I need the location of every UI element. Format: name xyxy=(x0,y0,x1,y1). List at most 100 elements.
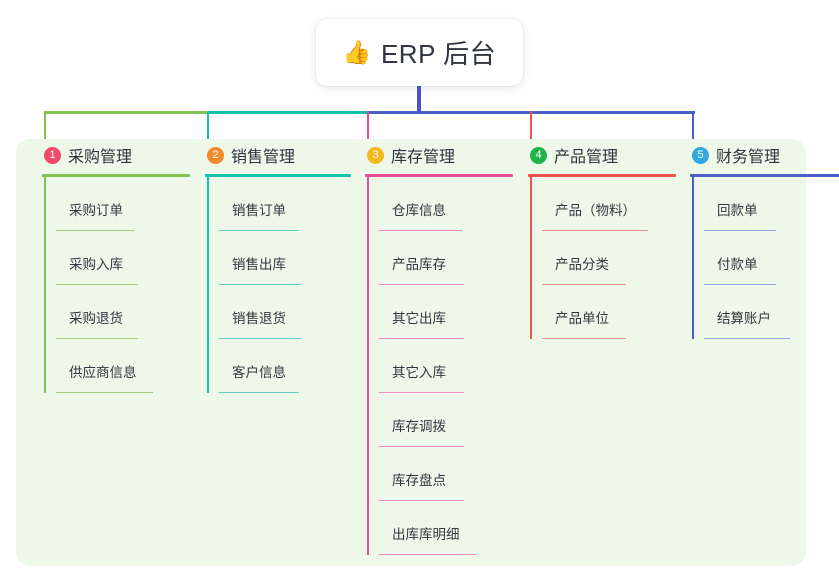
list-item[interactable]: 销售出库 xyxy=(219,231,351,285)
column-drop-line-2 xyxy=(207,111,210,160)
list-item[interactable]: 供应商信息 xyxy=(56,339,190,393)
list-item[interactable]: 库存盘点 xyxy=(379,447,513,501)
list-item[interactable]: 结算账户 xyxy=(704,285,839,339)
list-item[interactable]: 仓库信息 xyxy=(379,177,513,231)
column-title: 库存管理 xyxy=(391,149,456,166)
column-drop-line-4 xyxy=(530,111,533,160)
list-item-rule xyxy=(379,229,462,231)
list-item[interactable]: 库存调拨 xyxy=(379,393,513,447)
column-title: 财务管理 xyxy=(716,149,781,166)
column-number-badge: 2 xyxy=(207,146,224,164)
list-item[interactable]: 采购订单 xyxy=(56,177,190,231)
column-spine-line xyxy=(530,177,532,339)
list-item[interactable]: 产品分类 xyxy=(542,231,676,285)
list-item[interactable]: 销售订单 xyxy=(219,177,351,231)
list-item-label: 结算账户 xyxy=(717,311,771,326)
column-title: 采购管理 xyxy=(68,149,133,166)
root-node-card[interactable]: 👍 ERP 后台 xyxy=(316,19,523,86)
list-item[interactable]: 采购退货 xyxy=(56,285,190,339)
column-spine-line xyxy=(367,177,369,555)
column-items: 采购订单采购入库采购退货供应商信息 xyxy=(42,177,190,393)
column-title: 销售管理 xyxy=(231,149,296,166)
list-item-rule xyxy=(379,283,464,285)
column-header-rule xyxy=(365,174,513,177)
column-drop-line-3 xyxy=(367,111,370,160)
list-item-rule xyxy=(379,553,476,555)
list-item-rule xyxy=(56,391,153,393)
list-item-rule xyxy=(542,229,648,231)
module-column-采购管理: 1 采购管理采购订单采购入库采购退货供应商信息 xyxy=(42,143,190,393)
list-item-label: 回款单 xyxy=(717,203,758,218)
root-stem-line xyxy=(417,86,421,114)
list-item-rule xyxy=(56,337,138,339)
list-item-label: 采购入库 xyxy=(69,257,123,272)
modules-panel xyxy=(16,139,806,566)
list-item[interactable]: 产品（物料） xyxy=(542,177,676,231)
column-header-rule xyxy=(42,174,190,177)
list-item[interactable]: 其它出库 xyxy=(379,285,513,339)
column-items: 产品（物料） 产品分类产品单位 xyxy=(528,177,676,339)
list-item[interactable]: 销售退货 xyxy=(219,285,351,339)
root-node-label: ERP 后台 xyxy=(380,39,497,69)
list-item-label: 客户信息 xyxy=(232,365,286,380)
column-drop-line-5 xyxy=(692,111,695,160)
list-item-rule xyxy=(219,283,301,285)
list-item-label: 销售订单 xyxy=(232,203,286,218)
list-item-rule xyxy=(379,337,464,339)
bus-segment-green xyxy=(44,111,207,115)
column-items: 销售订单销售出库销售退货客户信息 xyxy=(205,177,351,393)
list-item-rule xyxy=(219,391,299,393)
list-item[interactable]: 其它入库 xyxy=(379,339,513,393)
list-item-rule xyxy=(219,337,301,339)
list-item-label: 采购退货 xyxy=(69,311,123,326)
list-item[interactable]: 出库库明细 xyxy=(379,501,513,555)
list-item[interactable]: 产品单位 xyxy=(542,285,676,339)
list-item-rule xyxy=(704,229,776,231)
column-number-badge: 3 xyxy=(367,146,384,164)
list-item-rule xyxy=(542,283,626,285)
column-items: 回款单付款单结算账户 xyxy=(690,177,839,339)
list-item-label: 库存盘点 xyxy=(392,473,446,488)
list-item-rule xyxy=(219,229,299,231)
list-item[interactable]: 产品库存 xyxy=(379,231,513,285)
column-items: 仓库信息产品库存其它出库其它入库库存调拨库存盘点出库库明细 xyxy=(365,177,513,555)
list-item-rule xyxy=(379,499,464,501)
list-item-rule xyxy=(56,229,134,231)
column-drop-line-1 xyxy=(44,111,47,160)
list-item-label: 产品库存 xyxy=(392,257,446,272)
column-number-badge: 1 xyxy=(44,146,61,164)
thumbs-up-icon: 👍 xyxy=(342,39,372,65)
list-item-label: 付款单 xyxy=(717,257,758,272)
list-item-label: 仓库信息 xyxy=(392,203,446,218)
column-header-销售管理[interactable]: 2 销售管理 xyxy=(205,143,351,167)
column-header-rule xyxy=(528,174,676,177)
column-spine-line xyxy=(207,177,209,393)
column-header-采购管理[interactable]: 1 采购管理 xyxy=(42,143,190,167)
list-item[interactable]: 回款单 xyxy=(704,177,839,231)
column-header-财务管理[interactable]: 5 财务管理 xyxy=(690,143,839,167)
list-item-rule xyxy=(542,337,626,339)
list-item-label: 销售出库 xyxy=(232,257,286,272)
list-item-label: 产品分类 xyxy=(555,257,609,272)
list-item-rule xyxy=(379,445,464,447)
list-item-label: 其它出库 xyxy=(392,311,446,326)
column-spine-line xyxy=(692,177,694,339)
list-item[interactable]: 付款单 xyxy=(704,231,839,285)
column-number-badge: 5 xyxy=(692,146,709,164)
list-item-label: 产品单位 xyxy=(555,311,609,326)
root-node-text: 👍 ERP 后台 xyxy=(343,34,496,71)
column-header-库存管理[interactable]: 3 库存管理 xyxy=(365,143,513,167)
list-item-label: 销售退货 xyxy=(232,311,286,326)
column-title: 产品管理 xyxy=(554,149,619,166)
module-column-销售管理: 2 销售管理销售订单销售出库销售退货客户信息 xyxy=(205,143,351,393)
module-column-财务管理: 5 财务管理回款单付款单结算账户 xyxy=(690,143,839,339)
bus-segment-teal xyxy=(207,111,367,115)
list-item[interactable]: 客户信息 xyxy=(219,339,351,393)
module-column-库存管理: 3 库存管理仓库信息产品库存其它出库其它入库库存调拨库存盘点出库库明细 xyxy=(365,143,513,555)
list-item-label: 其它入库 xyxy=(392,365,446,380)
list-item-rule xyxy=(704,283,776,285)
column-spine-line xyxy=(44,177,46,393)
list-item[interactable]: 采购入库 xyxy=(56,231,190,285)
